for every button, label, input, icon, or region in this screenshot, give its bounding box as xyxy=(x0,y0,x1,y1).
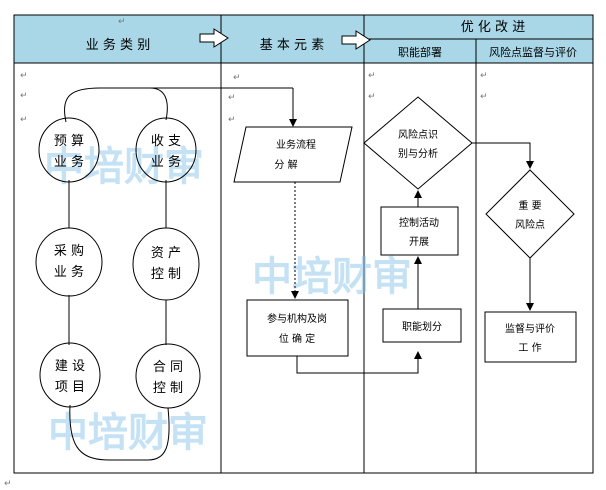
header-arrow-2 xyxy=(341,30,371,50)
svg-text:↵: ↵ xyxy=(368,71,376,81)
svg-text:参与机构及岗: 参与机构及岗 xyxy=(267,312,327,325)
svg-text:业 务: 业 务 xyxy=(54,264,84,280)
node-duty-division: 职能划分 xyxy=(382,308,462,343)
svg-text:别与分析: 别与分析 xyxy=(398,147,438,160)
svg-text:业务流程: 业务流程 xyxy=(276,138,316,151)
node-contract: 合 同 控 制 xyxy=(135,343,201,409)
body-frame xyxy=(13,62,594,474)
header-risk-monitoring: 风险点监督与评价 xyxy=(489,45,577,59)
node-org-positions: 参与机构及岗 位 确 定 xyxy=(246,299,349,357)
svg-text:业 务: 业 务 xyxy=(54,154,84,170)
node-construction: 建 设 项 目 xyxy=(39,342,101,408)
svg-text:业 务: 业 务 xyxy=(151,154,181,170)
svg-text:风险点: 风险点 xyxy=(515,218,545,231)
header-business-category: 业 务 类 别 xyxy=(86,37,150,53)
svg-text:采 购: 采 购 xyxy=(54,243,84,259)
svg-text:收 支: 收 支 xyxy=(151,134,181,149)
svg-text:资 产: 资 产 xyxy=(151,246,181,261)
svg-text:位 确 定: 位 确 定 xyxy=(279,332,315,345)
svg-text:职能划分: 职能划分 xyxy=(402,320,442,333)
svg-text:项 目: 项 目 xyxy=(55,380,85,395)
node-key-risk-points: 重 要 风险点 xyxy=(485,169,575,259)
svg-text:开展: 开展 xyxy=(409,236,429,248)
svg-text:分 解: 分 解 xyxy=(274,158,297,171)
node-supervision-evaluation: 监督与评价 工 作 xyxy=(484,311,577,363)
node-asset: 资 产 控 制 xyxy=(132,227,200,301)
svg-text:合 同: 合 同 xyxy=(153,360,183,375)
svg-text:控制活动: 控制活动 xyxy=(399,216,439,229)
svg-text:监督与评价: 监督与评价 xyxy=(505,322,555,335)
svg-text:↵: ↵ xyxy=(480,92,488,102)
risk-to-keypoint-connector xyxy=(472,142,534,169)
svg-text:↵: ↵ xyxy=(228,93,236,103)
svg-text:↵: ↵ xyxy=(20,71,28,81)
svg-text:↵: ↵ xyxy=(480,71,488,81)
header-function-deployment: 职能部署 xyxy=(398,45,442,59)
svg-text:预 算: 预 算 xyxy=(54,134,84,149)
svg-text:控 制: 控 制 xyxy=(153,381,183,396)
svg-text:↵: ↵ xyxy=(4,479,12,489)
node-revenue: 收 支 业 务 xyxy=(135,117,197,183)
svg-text:↵: ↵ xyxy=(118,17,126,27)
org-to-duty-connector xyxy=(296,351,422,374)
svg-text:↵: ↵ xyxy=(228,115,236,125)
svg-text:建 设: 建 设 xyxy=(55,359,85,374)
svg-text:↵: ↵ xyxy=(233,73,241,83)
svg-text:工 作: 工 作 xyxy=(518,342,541,354)
header-basic-elements: 基 本 元 素 xyxy=(260,38,324,53)
top-loop-connector xyxy=(64,87,168,123)
node-purchase: 采 购 业 务 xyxy=(35,227,103,297)
svg-text:控 制: 控 制 xyxy=(151,267,181,282)
bottom-loop-connector xyxy=(69,404,170,461)
svg-text:↵: ↵ xyxy=(20,91,28,101)
node-control-activities: 控制活动 开展 xyxy=(380,206,459,256)
node-process-decomposition: 业务流程 分 解 xyxy=(233,126,353,183)
header-arrow-1 xyxy=(199,28,229,48)
node-budget: 预 算 业 务 xyxy=(38,117,100,183)
watermark-3: 中培财审 xyxy=(48,410,208,456)
node-risk-identification: 风险点识 别与分析 xyxy=(363,96,473,190)
watermark-2: 中培财审 xyxy=(252,254,412,300)
svg-text:重 要: 重 要 xyxy=(518,199,541,212)
svg-text:↵: ↵ xyxy=(368,92,376,102)
svg-text:↵: ↵ xyxy=(20,115,28,125)
header-optimization: 优 化 改 进 xyxy=(461,20,525,35)
svg-text:风险点识: 风险点识 xyxy=(398,128,438,141)
